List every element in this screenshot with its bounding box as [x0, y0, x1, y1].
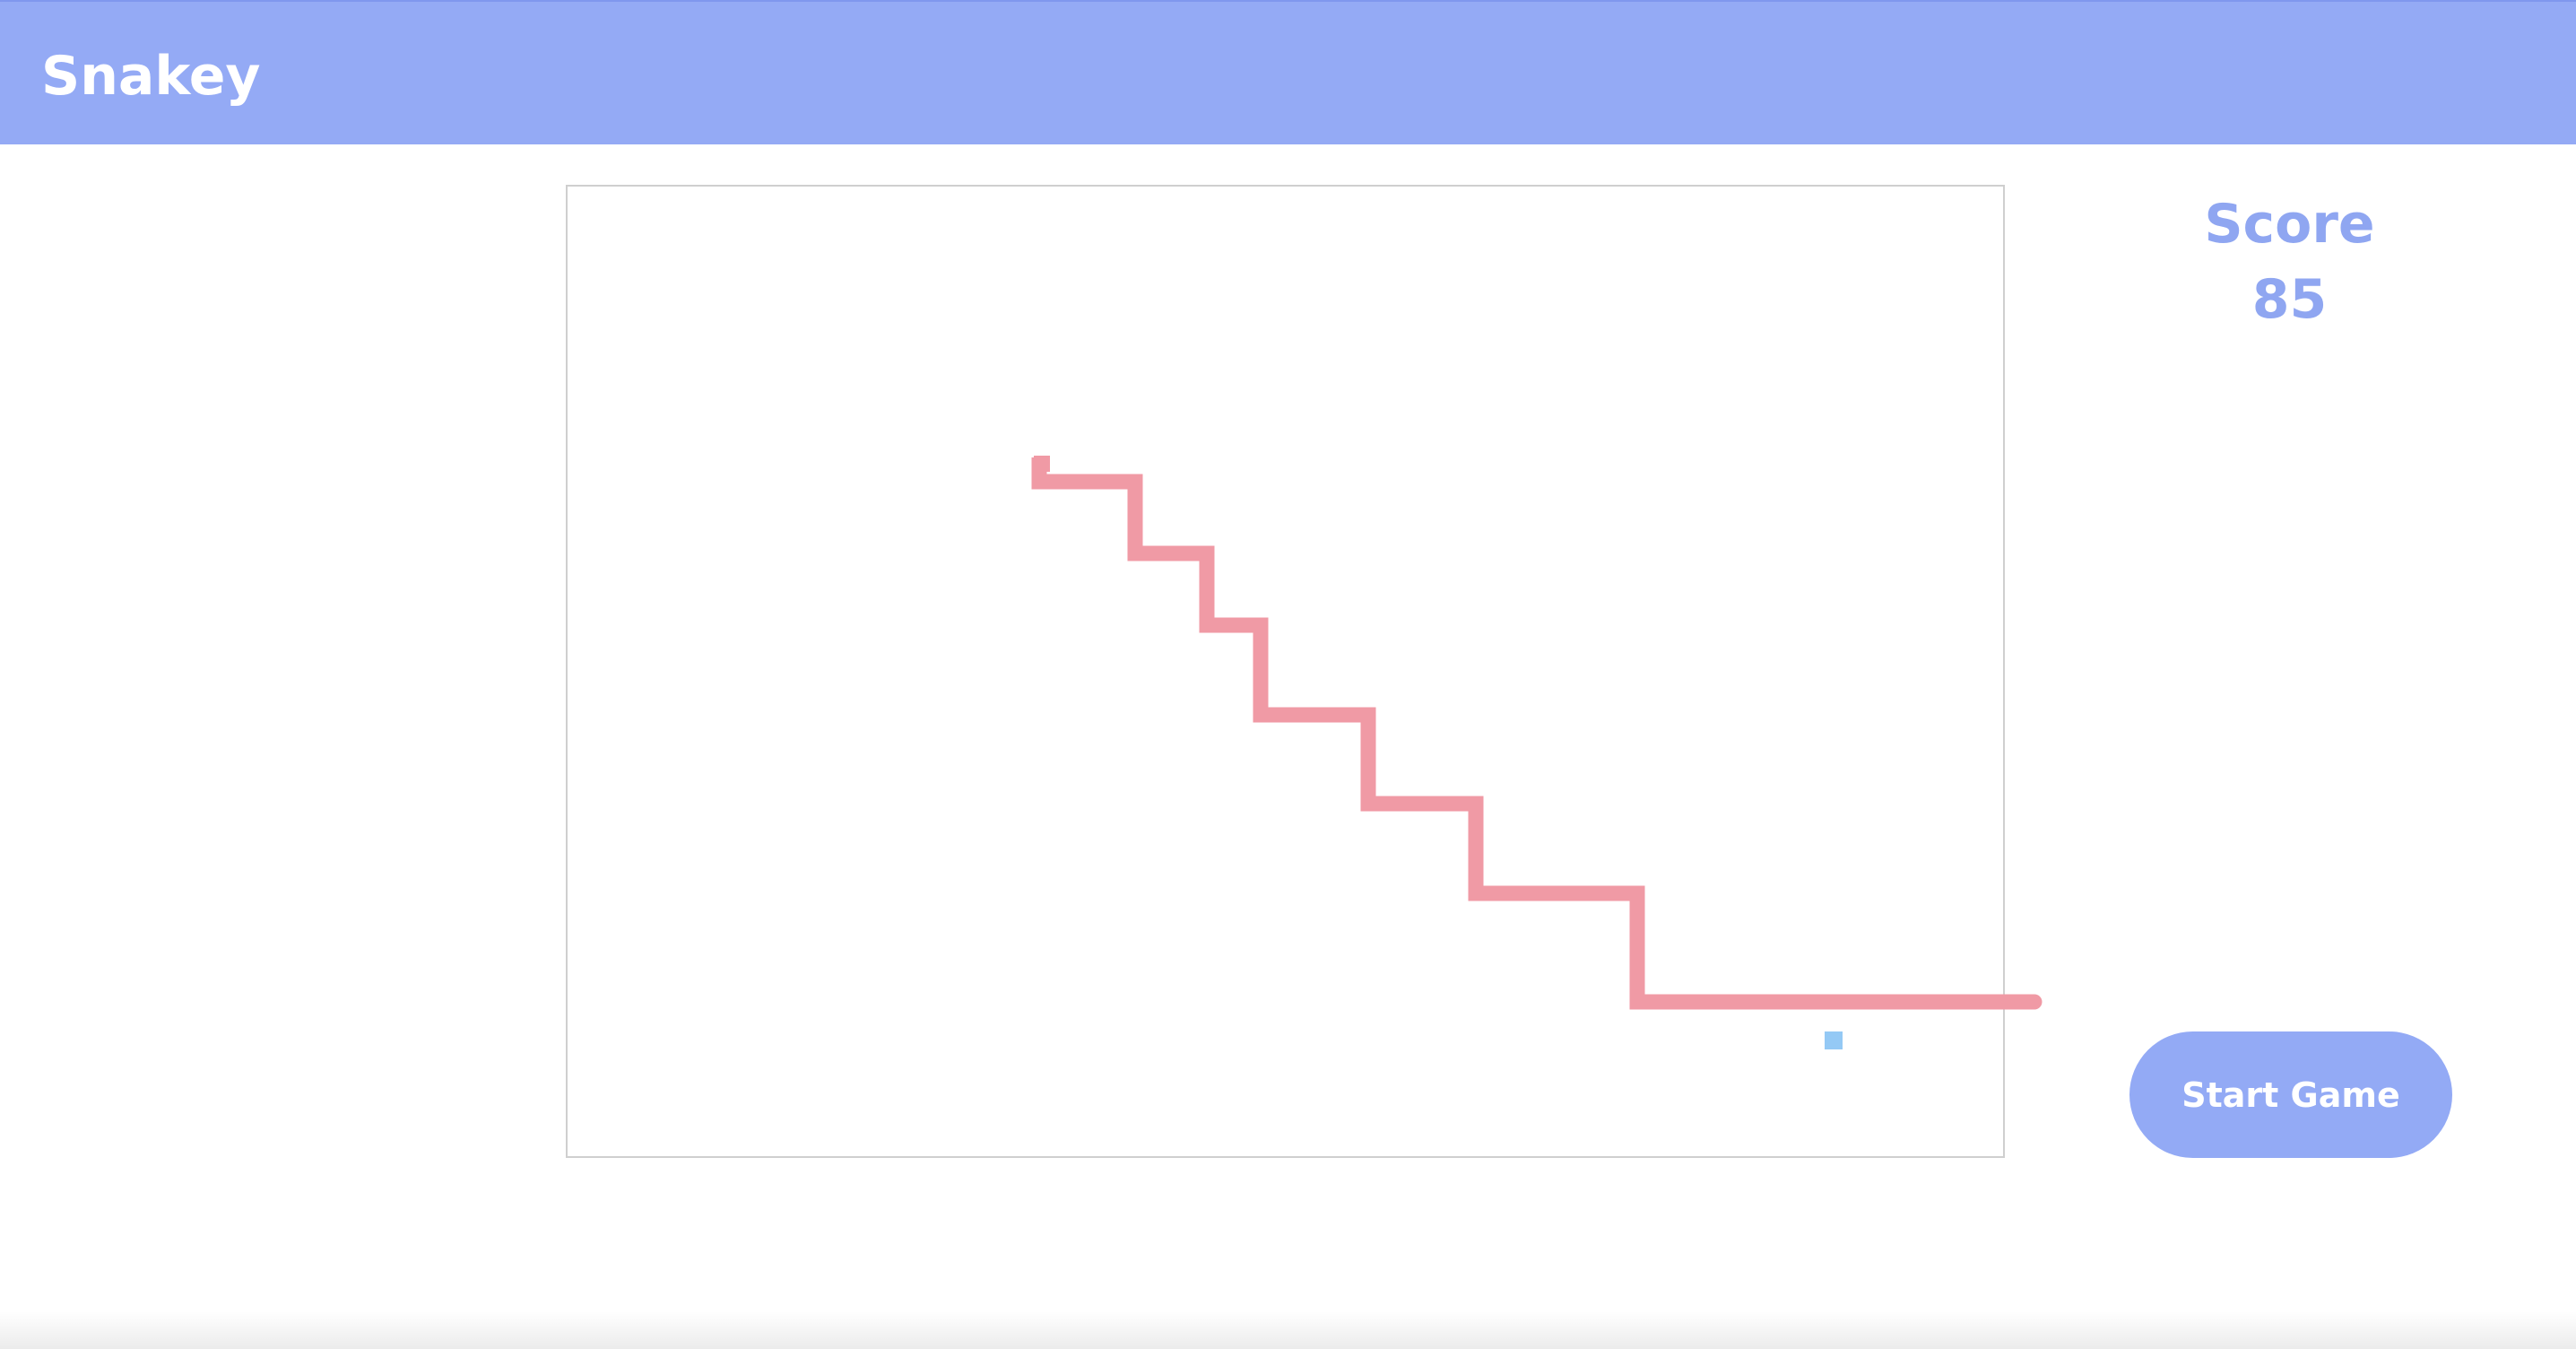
start-game-button[interactable]: Start Game [2129, 1031, 2452, 1158]
game-board[interactable] [566, 185, 2005, 1158]
score-panel: Score 85 [2143, 187, 2436, 337]
bottom-edge-shadow [0, 1311, 2576, 1349]
app-title: Snakey [41, 45, 261, 108]
score-label: Score [2204, 193, 2375, 256]
score-value: 85 [2251, 268, 2328, 331]
top-header: Snakey [0, 0, 2576, 144]
snake-head [2026, 994, 2043, 1010]
